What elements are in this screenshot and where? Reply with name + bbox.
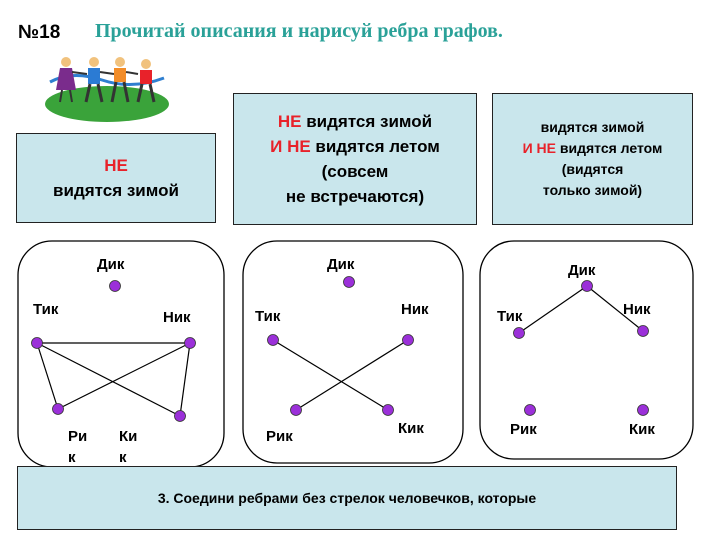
graph-3: Дик Тик Ник Рик Кик	[479, 240, 694, 460]
label-kik-1: Ки	[119, 428, 137, 445]
node-rik[interactable]	[524, 404, 536, 416]
graph-1: Дик Тик Ник Ри к Ки к	[17, 240, 225, 468]
node-dik[interactable]	[581, 280, 593, 292]
node-kik[interactable]	[382, 404, 394, 416]
children-holding-hands-icon	[45, 57, 169, 122]
label-rik-1: Ри	[68, 428, 87, 445]
node-kik[interactable]	[174, 410, 186, 422]
node-kik[interactable]	[637, 404, 649, 416]
node-dik[interactable]	[109, 280, 121, 292]
node-dik[interactable]	[343, 276, 355, 288]
instruction-box: 3. Соедини ребрами без стрелок человечко…	[17, 466, 677, 530]
edge-nik-kik	[179, 342, 191, 417]
label-kik: Кик	[629, 421, 655, 438]
box2-line2: И НЕ видятся летом	[270, 137, 440, 156]
edge-tik-kik	[36, 342, 181, 417]
edge-nik-rik	[295, 339, 409, 411]
description-box-2: НЕ видятся зимой И НЕ видятся летом (сов…	[233, 93, 477, 225]
edge-dik-nik	[586, 285, 644, 332]
label-tik: Тик	[255, 308, 281, 325]
edge-tik-kik	[272, 339, 389, 411]
box3-line3: (видятся	[561, 161, 624, 177]
label-rik: Рик	[510, 421, 537, 438]
description-box-3: видятся зимой И НЕ видятся летом (видятс…	[492, 93, 693, 225]
label-tik: Тик	[497, 308, 523, 325]
node-rik[interactable]	[52, 403, 64, 415]
edge-nik-rik	[57, 342, 191, 410]
description-box-1: НЕ видятся зимой	[16, 133, 216, 223]
label-nik: Ник	[401, 301, 429, 318]
node-nik[interactable]	[402, 334, 414, 346]
edge-dik-tik	[518, 285, 588, 334]
node-tik[interactable]	[513, 327, 525, 339]
label-kik: Кик	[398, 420, 424, 437]
label-tik: Тик	[33, 301, 59, 318]
label-kik-2: к	[119, 449, 127, 466]
node-nik[interactable]	[184, 337, 196, 349]
box3-line2: И НЕ видятся летом	[522, 140, 663, 156]
page-title: Прочитай описания и нарисуй ребра графов…	[95, 20, 503, 42]
box1-line1: НЕ	[104, 156, 128, 175]
box3-line1: видятся зимой	[540, 119, 645, 135]
label-rik-2: к	[68, 449, 76, 466]
label-dik: Дик	[568, 262, 596, 279]
graph-2-frame	[242, 240, 464, 464]
task-number: №18	[18, 22, 61, 43]
label-dik: Дик	[97, 256, 125, 273]
node-rik[interactable]	[290, 404, 302, 416]
box2-line1: НЕ видятся зимой	[277, 112, 433, 131]
graph-3-frame	[479, 240, 694, 460]
edge-tik-rik	[36, 342, 59, 410]
label-nik: Ник	[163, 309, 191, 326]
box2-line3: (совсем	[321, 162, 389, 181]
node-nik[interactable]	[637, 325, 649, 337]
label-nik: Ник	[623, 301, 651, 318]
node-tik[interactable]	[267, 334, 279, 346]
box2-line4: не встречаются)	[285, 187, 425, 206]
instruction-text: 3. Соедини ребрами без стрелок человечко…	[157, 490, 537, 506]
graph-2: Дик Тик Ник Рик Кик	[242, 240, 464, 464]
box3-line4: только зимой)	[542, 182, 643, 198]
box1-line2: видятся зимой	[53, 181, 179, 200]
label-rik: Рик	[266, 428, 293, 445]
node-tik[interactable]	[31, 337, 43, 349]
label-dik: Дик	[327, 256, 355, 273]
